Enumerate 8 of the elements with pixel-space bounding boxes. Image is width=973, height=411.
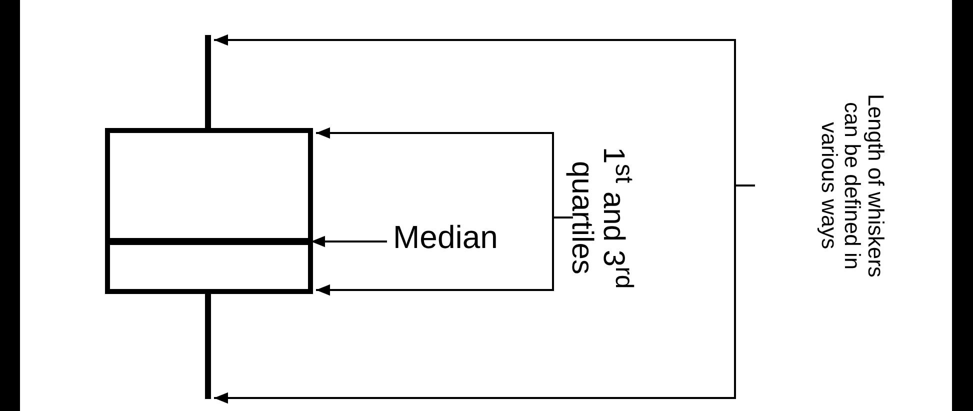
box-plot-box [105, 128, 313, 294]
lower-whisker [205, 292, 211, 399]
bracket-arrow [214, 184, 755, 404]
whiskers-label: Length of whiskers can be defined in various ways [818, 78, 888, 293]
bracket-arrow [316, 216, 573, 296]
median-label: Median [393, 221, 498, 255]
upper-whisker [205, 35, 211, 130]
arrow [311, 236, 387, 248]
